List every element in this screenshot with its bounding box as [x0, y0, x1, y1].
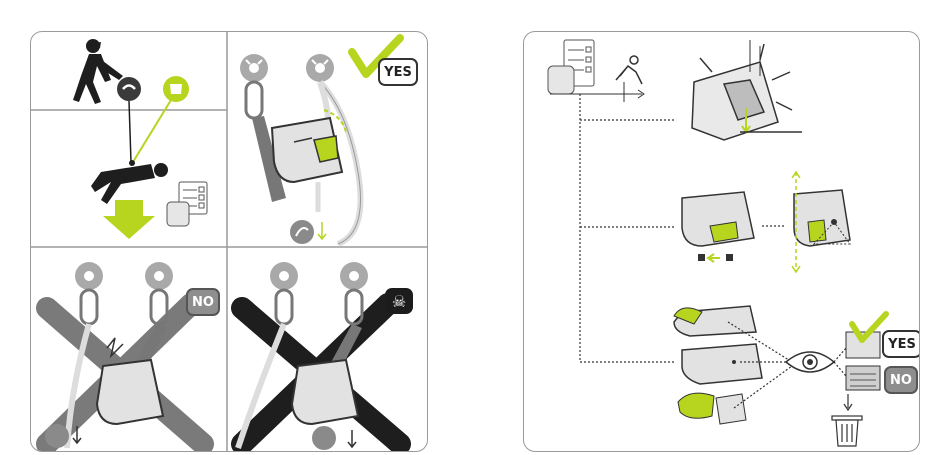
yes-badge: YES: [882, 330, 920, 358]
fall-test-cell: [31, 32, 227, 247]
inspection-diagram: [524, 32, 919, 451]
lock-icon: [726, 254, 733, 261]
eye-icon: [786, 352, 834, 372]
load-icon: [290, 220, 314, 244]
yes-badge: YES: [378, 58, 418, 86]
right-inspection-panel: YES NO: [523, 31, 920, 452]
yes-rope-cell: YES: [228, 32, 427, 247]
no-badge: NO: [884, 366, 918, 394]
device-icon: [117, 77, 141, 101]
unlock-icon: [698, 254, 705, 261]
danger-rope-cell: ☠: [228, 248, 427, 451]
danger-rope-illustration: [228, 248, 427, 451]
anchor-left-icon: [240, 54, 268, 82]
falling-figure: [91, 163, 168, 204]
impact-check-illustration: [692, 40, 802, 140]
danger-badge: ☠: [385, 288, 413, 314]
climber-icon: [616, 56, 642, 84]
anchor-right-icon: [306, 54, 334, 82]
down-arrow-icon: [318, 222, 326, 239]
trash-icon: [832, 416, 862, 446]
anchor-left-icon: [270, 262, 298, 290]
fall-arrow-icon: [103, 200, 155, 239]
no-rope-cell: NO: [31, 248, 227, 451]
load-icon: [312, 426, 336, 450]
no-rope-illustration: [31, 248, 227, 451]
belayer-figure: [73, 39, 123, 104]
cam-lock-illustration: [682, 172, 850, 272]
anchor-right-icon: [145, 262, 173, 290]
no-badge: NO: [186, 288, 220, 316]
inspection-checklist-icon: [548, 40, 594, 94]
anchor-right-icon: [340, 262, 368, 290]
anchor-left-icon: [75, 262, 103, 290]
wear-inspection-illustration: [674, 306, 886, 446]
down-arrow-icon: [348, 430, 356, 447]
check-icon: [852, 314, 886, 340]
left-instruction-panel: YES NO: [30, 31, 428, 452]
inspection-checklist-icon: [167, 182, 207, 226]
load-icon: [45, 424, 69, 448]
fall-test-illustration: [31, 32, 227, 247]
